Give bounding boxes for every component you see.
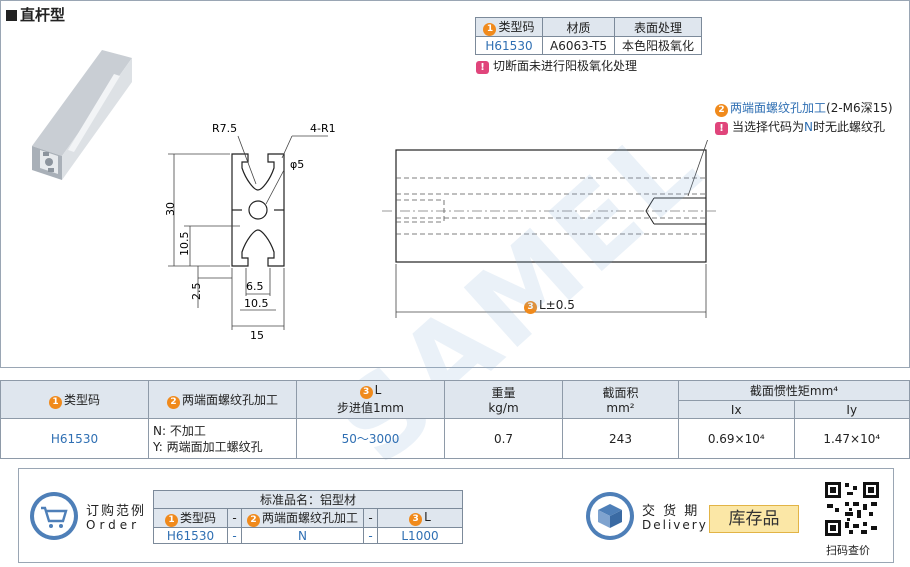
dim-phi5: φ5	[290, 158, 304, 171]
spec-header-iy: Iy	[793, 400, 910, 419]
circle-3-icon: 3	[524, 301, 537, 314]
order-length: L1000	[377, 527, 463, 544]
order-label-en: Order	[86, 518, 141, 532]
cross-section-drawing: R7.5 4-R1 φ5 30 10.5 2.5 6.5 10.5 15	[164, 122, 336, 342]
delivery-label-cn: 交 货 期	[642, 504, 700, 519]
circle-2-icon: 2	[166, 395, 180, 409]
qr-code-icon[interactable]	[823, 480, 881, 538]
circle-1-icon: 1	[164, 514, 178, 527]
order-panel	[18, 468, 894, 563]
circle-2-icon: 2	[715, 104, 728, 117]
circle-1-icon: 1	[483, 23, 497, 36]
circle-2-icon: 2	[246, 514, 260, 527]
order-thread-code: N	[241, 527, 364, 544]
delivery-box-icon	[586, 492, 634, 540]
surface-value: 本色阳极氧化	[614, 36, 702, 55]
dim-10-5-vertical: 10.5	[178, 232, 191, 257]
material-header-material: 材质	[542, 17, 615, 37]
spec-header-inertia: 截面惯性矩mm⁴	[678, 380, 910, 401]
dim-6-5: 6.5	[246, 280, 264, 293]
spec-header-ix: Ix	[678, 400, 795, 419]
product-title: 直杆型	[6, 4, 65, 25]
circle-3-icon: 3	[359, 386, 373, 399]
material-type-code: H61530	[475, 36, 543, 55]
order-label-cn: 订购范例	[86, 504, 147, 519]
dim-30: 30	[164, 202, 177, 216]
order-std-name: 标准品名：铝型材	[153, 490, 463, 509]
delivery-label-en: Delivery	[642, 518, 708, 532]
qr-caption: 扫码查价	[826, 544, 870, 557]
spec-type-code: H61530	[0, 418, 149, 459]
stock-badge: 库存品	[709, 505, 799, 533]
warning-icon: !	[715, 122, 728, 135]
side-view-drawing	[382, 140, 718, 318]
circle-3-icon: 3	[409, 513, 423, 526]
dim-10-5-horizontal: 10.5	[244, 297, 269, 310]
dim-4-r1: 4-R1	[310, 122, 336, 135]
spec-area: 243	[562, 418, 679, 459]
material-header-surface: 表面处理	[614, 17, 702, 37]
spec-ix: 0.69×10⁴	[678, 418, 795, 459]
product-3d-image	[32, 50, 132, 180]
dim-15: 15	[250, 329, 264, 342]
dim-r7-5: R7.5	[212, 122, 237, 135]
dim-2-5: 2.5	[190, 283, 203, 301]
thread-note: !当选择代码为N时无此螺纹孔	[715, 118, 885, 135]
spec-l-range: 50～3000	[296, 418, 445, 459]
cart-icon	[30, 492, 78, 540]
material-value: A6063-T5	[542, 36, 615, 55]
order-type-code: H61530	[153, 527, 228, 544]
warning-icon: !	[476, 61, 489, 74]
circle-1-icon: 1	[48, 395, 62, 409]
title-square-icon	[6, 10, 17, 21]
spec-weight: 0.7	[444, 418, 563, 459]
spec-iy: 1.47×10⁴	[793, 418, 910, 459]
material-note: !切断面未进行阳极氧化处理	[476, 57, 637, 74]
